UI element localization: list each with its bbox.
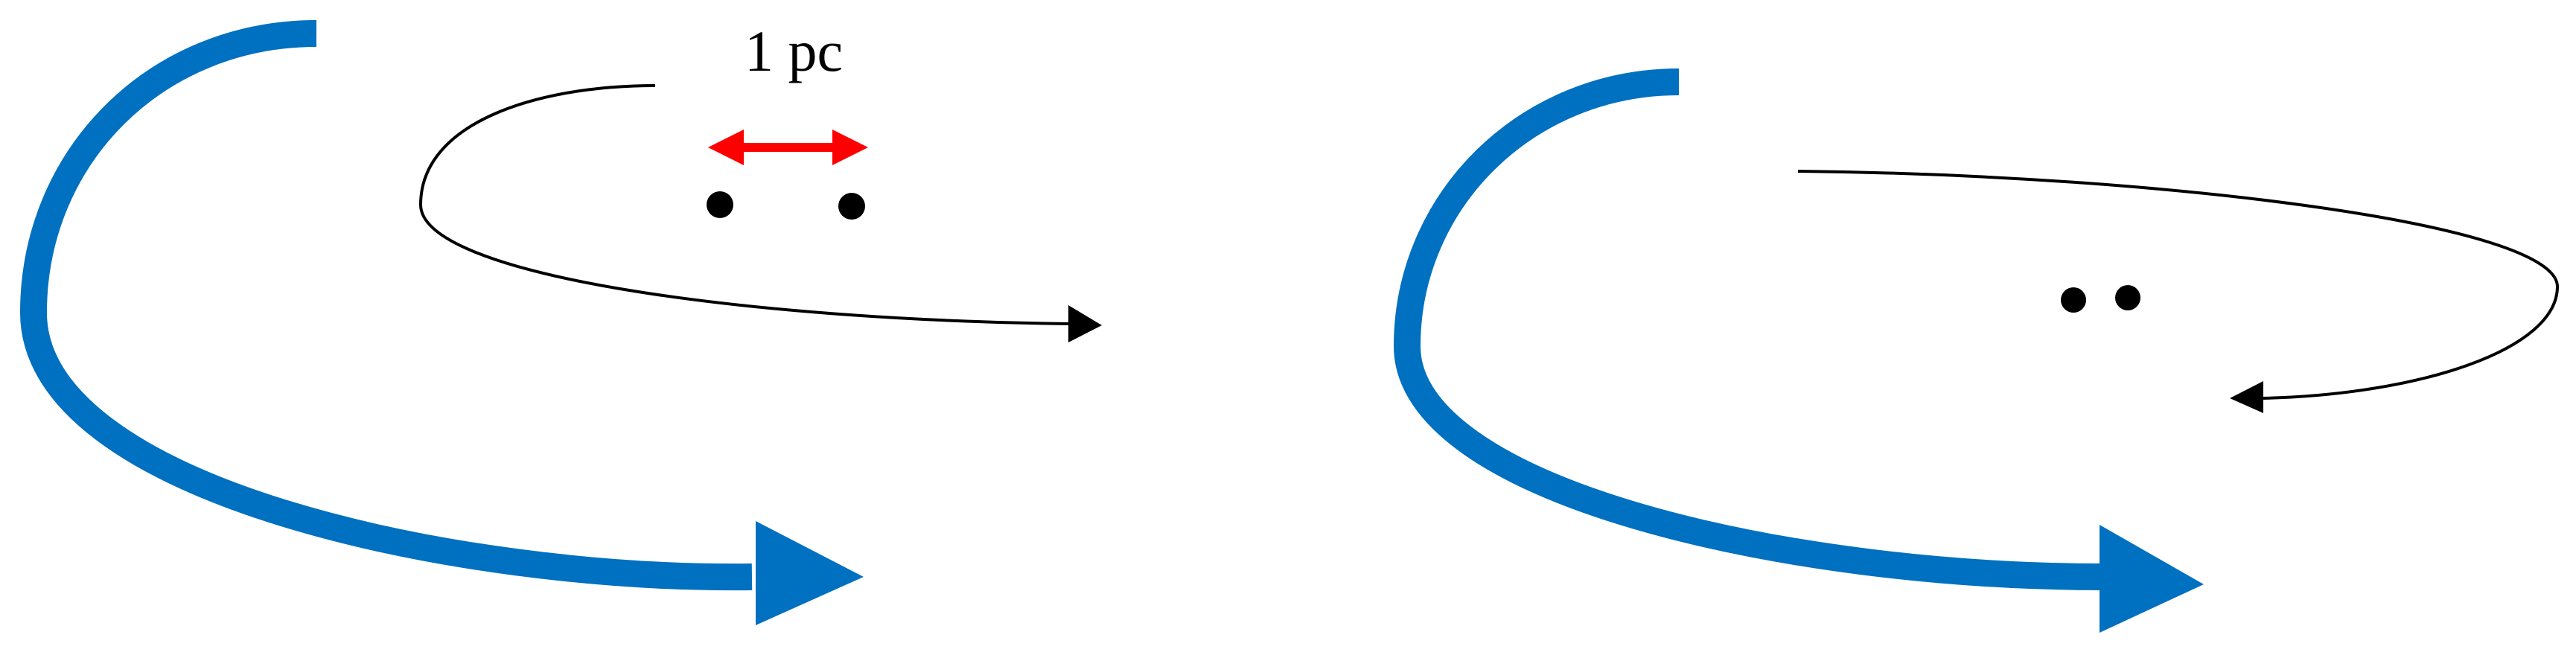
left-body-2 (838, 193, 865, 220)
left-flow-arrow-shaft (19, 20, 753, 591)
right-body-2 (2115, 285, 2140, 310)
right-flow-arrow-head (2100, 525, 2204, 633)
left-orbit-arrow-line (418, 84, 1073, 325)
left-flow-arrow (19, 20, 864, 625)
scale-bar-label: 1 pc (745, 19, 843, 83)
right-flow-arrow (1393, 68, 2204, 633)
right-orbit-arrow (1797, 170, 2560, 413)
scale-bar: 1 pc (708, 19, 868, 165)
right-orbit-arrow-line (1797, 170, 2560, 400)
left-orbit-arrow-head (1068, 305, 1102, 342)
right-panel (1393, 68, 2560, 633)
left-flow-arrow-head (756, 521, 864, 625)
right-orbit-arrow-head (2230, 381, 2263, 413)
right-flow-arrow-shaft (1393, 68, 2104, 590)
right-body-1 (2061, 287, 2086, 313)
left-body-1 (707, 191, 733, 218)
left-panel: 1 pc (19, 19, 1102, 625)
left-orbit-arrow (418, 84, 1102, 342)
